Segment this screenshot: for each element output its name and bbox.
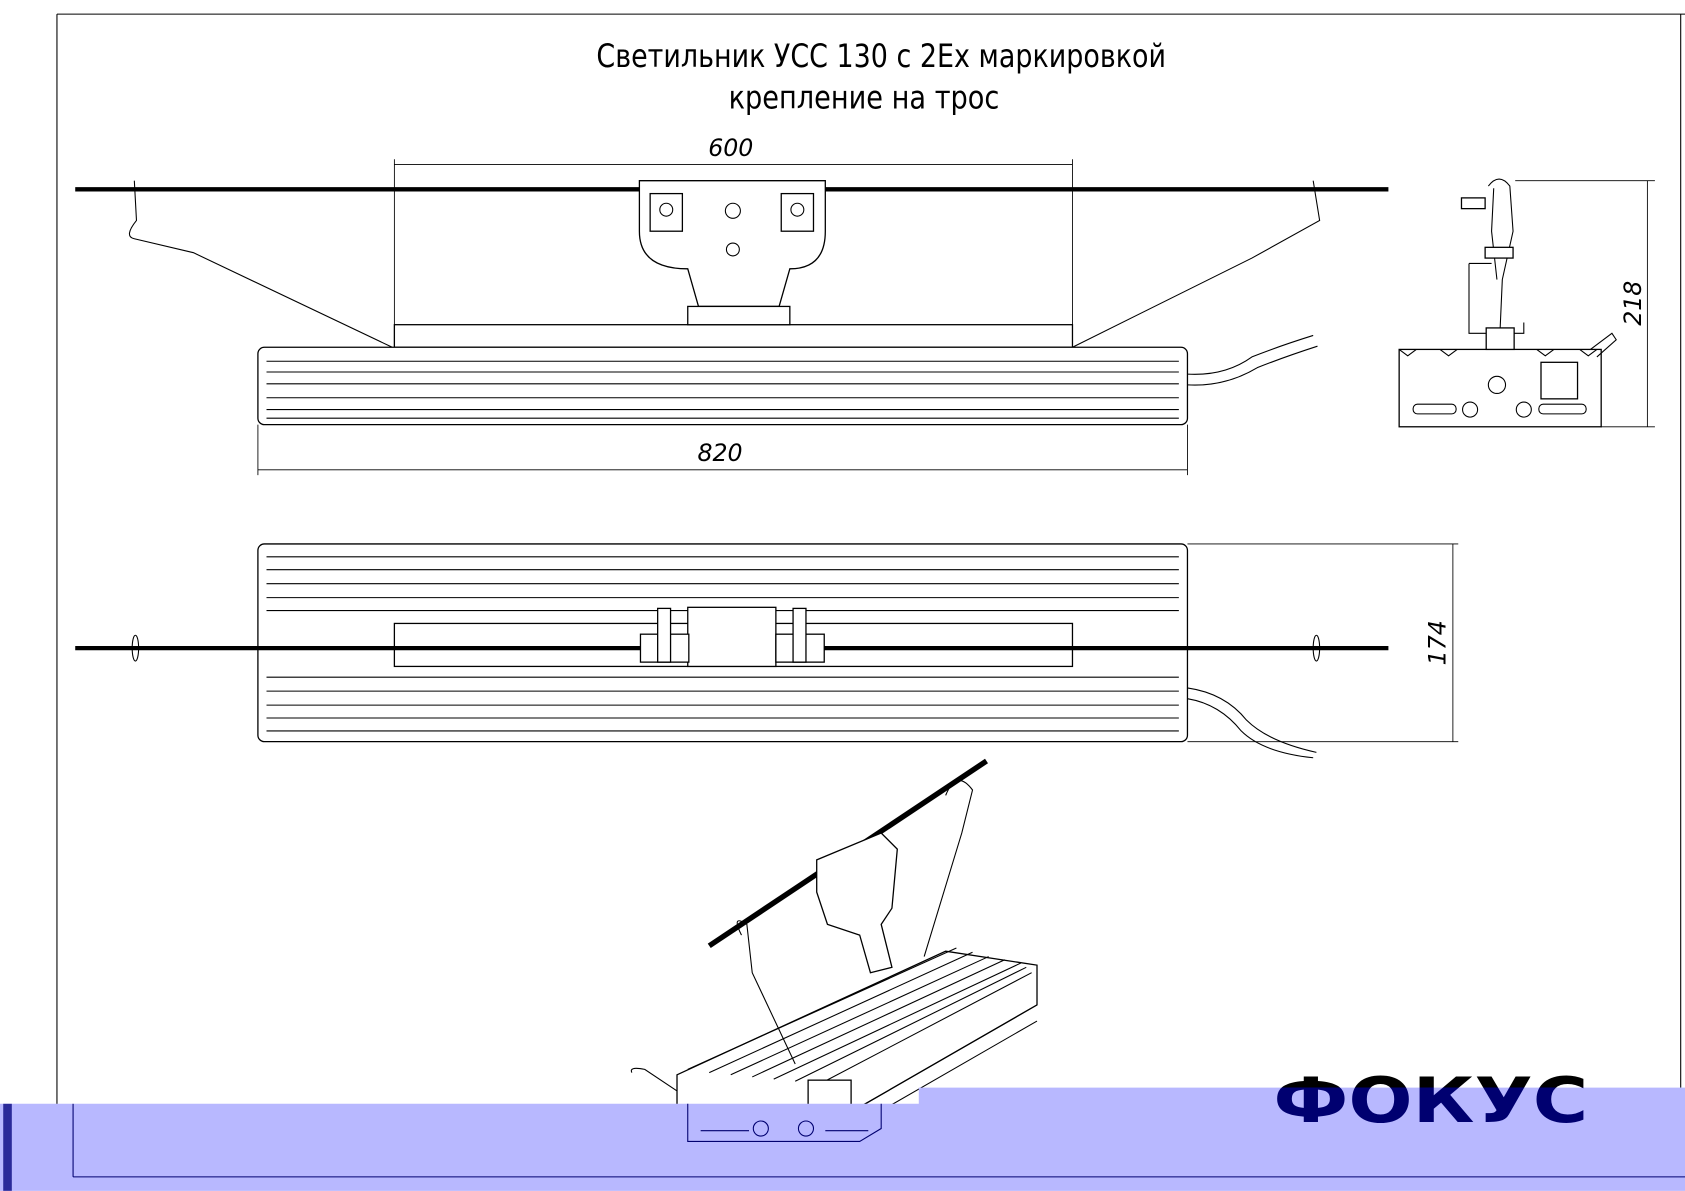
side-view: 218 — [1398, 178, 1655, 428]
dimension-218: 218 — [1619, 281, 1647, 326]
sheet-frame — [56, 13, 1685, 1108]
focus-logo: ФОКУС — [1273, 1064, 1588, 1137]
title-line-1: Светильник УСС 130 с 2Ex маркировкой — [596, 37, 1166, 75]
top-view: 174 — [75, 543, 1459, 759]
isometric-view — [630, 758, 1038, 1143]
dimension-600: 600 — [708, 134, 753, 162]
dimension-820: 820 — [697, 439, 742, 467]
title-line-2: крепление на трос — [729, 79, 1000, 117]
drawing-title: Светильник УСС 130 с 2Ex маркировкой кре… — [596, 37, 1166, 117]
dimension-174: 174 — [1423, 620, 1451, 665]
front-view: 600 820 — [75, 134, 1389, 476]
bottom-band — [0, 1087, 1685, 1191]
